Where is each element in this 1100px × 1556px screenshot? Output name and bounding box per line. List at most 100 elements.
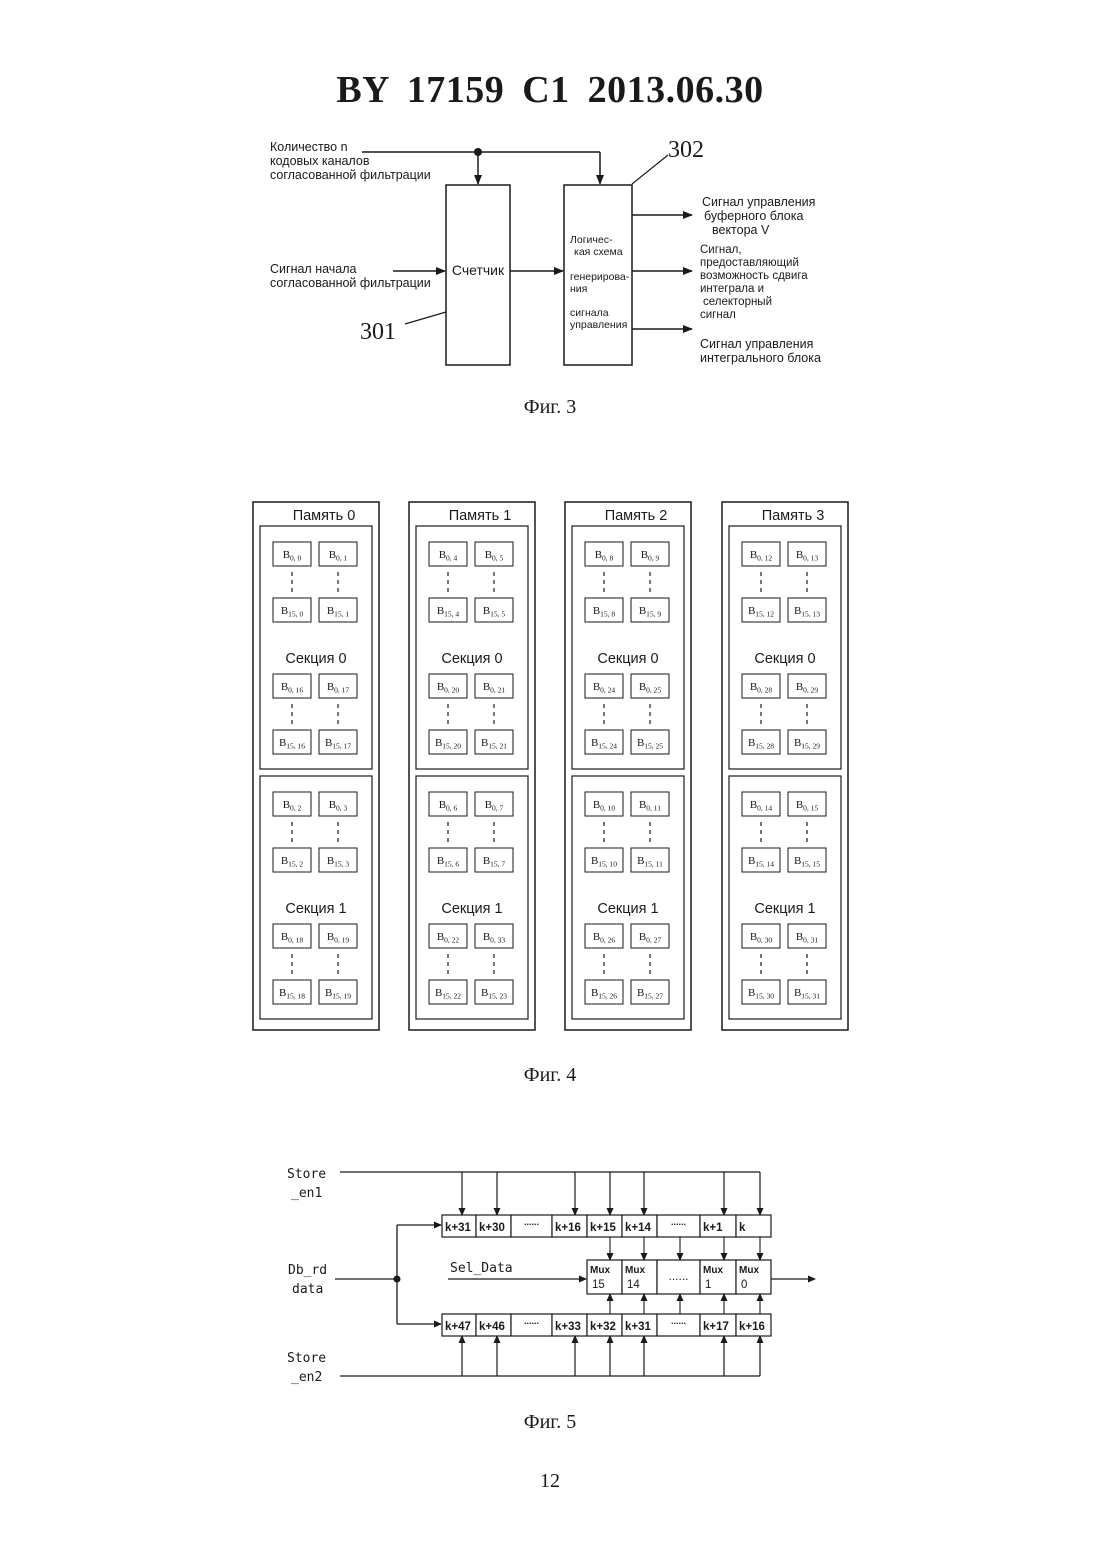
- out-shift-line-1: Сигнал,: [700, 244, 742, 256]
- mux-cell: Mux1: [700, 1260, 736, 1294]
- block-subscript: 15, 28: [755, 742, 774, 751]
- block-subscript: 0, 10: [600, 804, 615, 813]
- memory-block: B0, 22: [429, 924, 467, 948]
- memory-block: B15, 6: [429, 848, 467, 872]
- memory-block: B15, 10: [585, 848, 623, 872]
- input-channels-line-3: согласованной фильтрации: [270, 168, 431, 182]
- section-label: Секция 1: [754, 901, 815, 917]
- memory-block: B15, 27: [631, 980, 669, 1004]
- section-label: Секция 0: [597, 651, 658, 667]
- register-label: k+31: [625, 1321, 652, 1333]
- logic-line-2: кая схема: [574, 246, 623, 258]
- memory-block: B0, 28: [742, 674, 780, 698]
- ref-301-leader: [405, 312, 446, 324]
- memory-block: B0, 5: [475, 542, 513, 566]
- memory-block: B15, 20: [429, 730, 467, 754]
- block-subscript: 0, 13: [803, 554, 818, 563]
- register-label: k+17: [703, 1321, 729, 1333]
- memory-block: B15, 28: [742, 730, 780, 754]
- memory-0: Память 0Секция 0B0, 0B0, 1B15, 0B15, 1B0…: [253, 502, 379, 1030]
- section-label: Секция 1: [285, 901, 346, 917]
- sel-data-label: Sel_Data: [450, 1261, 513, 1276]
- figure-4-caption: Фиг. 4: [0, 1064, 1100, 1087]
- section-1: Секция 1B0, 6B0, 7B15, 6B15, 7B0, 22B0, …: [416, 776, 528, 1019]
- memory-block: B0, 25: [631, 674, 669, 698]
- memory-block: B15, 7: [475, 848, 513, 872]
- block-subscript: 15, 10: [598, 860, 617, 869]
- block-subscript: 15, 2: [288, 860, 303, 869]
- block-subscript: 0, 25: [646, 686, 661, 695]
- mux-cell: Mux14: [622, 1260, 657, 1294]
- block-subscript: 0, 8: [602, 554, 614, 563]
- memory-block: B0, 21: [475, 674, 513, 698]
- memory-block: B0, 8: [585, 542, 623, 566]
- out-integral-line-2: интегрального блока: [700, 351, 821, 365]
- memory-block: B0, 10: [585, 792, 623, 816]
- memory-block: B15, 31: [788, 980, 826, 1004]
- block-subscript: 15, 26: [598, 992, 617, 1001]
- memory-2: Память 2Секция 0B0, 8B0, 9B15, 8B15, 9B0…: [565, 502, 691, 1030]
- block-subscript: 15, 27: [644, 992, 663, 1001]
- block-subscript: 15, 20: [442, 742, 461, 751]
- section-1: Секция 1B0, 14B0, 15B15, 14B15, 15B0, 30…: [729, 776, 841, 1019]
- memory-block: B0, 27: [631, 924, 669, 948]
- register-label: k+1: [703, 1222, 723, 1234]
- section-label: Секция 1: [441, 901, 502, 917]
- memory-block: B15, 11: [631, 848, 669, 872]
- mux-ellipsis: ......: [668, 1269, 688, 1283]
- memory-block: B0, 33: [475, 924, 513, 948]
- memory-block: B15, 9: [631, 598, 669, 622]
- block-subscript: 0, 1: [336, 554, 348, 563]
- register-label: k+32: [590, 1321, 616, 1333]
- memory-block: B15, 22: [429, 980, 467, 1004]
- db-rd-label-1: Db_rd: [288, 1263, 327, 1278]
- memory-block: B15, 21: [475, 730, 513, 754]
- logic-line-3: генерирова-: [570, 271, 630, 283]
- memory-block: B0, 18: [273, 924, 311, 948]
- block-subscript: 15, 13: [801, 610, 820, 619]
- memory-block: B15, 23: [475, 980, 513, 1004]
- store-en1-label-1: Store: [287, 1167, 326, 1182]
- memory-block: B15, 4: [429, 598, 467, 622]
- memory-block: B0, 14: [742, 792, 780, 816]
- top-register-cell: ......: [657, 1215, 700, 1237]
- figure-5-caption: Фиг. 5: [0, 1411, 1100, 1434]
- bottom-register-cell: ......: [511, 1314, 552, 1336]
- block-subscript: 0, 9: [648, 554, 660, 563]
- memory-frame: [722, 502, 848, 1030]
- register-label: k+16: [555, 1222, 581, 1234]
- memory-block: B0, 26: [585, 924, 623, 948]
- block-subscript: 15, 8: [600, 610, 615, 619]
- memory-block: B0, 15: [788, 792, 826, 816]
- block-subscript: 0, 26: [600, 936, 615, 945]
- mux-index: 1: [705, 1279, 711, 1291]
- bottom-register-cell: k+17: [700, 1314, 736, 1336]
- memory-title: Память 2: [605, 508, 668, 524]
- mux-cell: Mux15: [587, 1260, 622, 1294]
- memory-block: B0, 13: [788, 542, 826, 566]
- block-subscript: 0, 31: [803, 936, 818, 945]
- register-label: k+31: [445, 1222, 472, 1234]
- bottom-register-cell: k+46: [476, 1314, 511, 1336]
- memory-block: B15, 3: [319, 848, 357, 872]
- block-subscript: 0, 21: [490, 686, 505, 695]
- block-subscript: 0, 14: [757, 804, 772, 813]
- input-start-line-1: Сигнал начала: [270, 262, 357, 276]
- mux-index: 15: [592, 1279, 605, 1291]
- block-subscript: 0, 11: [646, 804, 661, 813]
- memory-block: B15, 29: [788, 730, 826, 754]
- memory-block: B15, 15: [788, 848, 826, 872]
- register-label: k+47: [445, 1321, 471, 1333]
- memory-block: B0, 3: [319, 792, 357, 816]
- ref-302: 302: [668, 137, 704, 163]
- block-subscript: 15, 15: [801, 860, 820, 869]
- block-subscript: 15, 4: [444, 610, 459, 619]
- out-buffer-line-2: буферного блока: [704, 209, 803, 223]
- mux-index: 0: [741, 1279, 747, 1291]
- block-subscript: 15, 3: [334, 860, 349, 869]
- top-register-cell: k+14: [622, 1215, 657, 1237]
- memory-block: B0, 19: [319, 924, 357, 948]
- memory-block: B0, 6: [429, 792, 467, 816]
- memory-title: Память 3: [762, 508, 825, 524]
- block-subscript: 0, 15: [803, 804, 818, 813]
